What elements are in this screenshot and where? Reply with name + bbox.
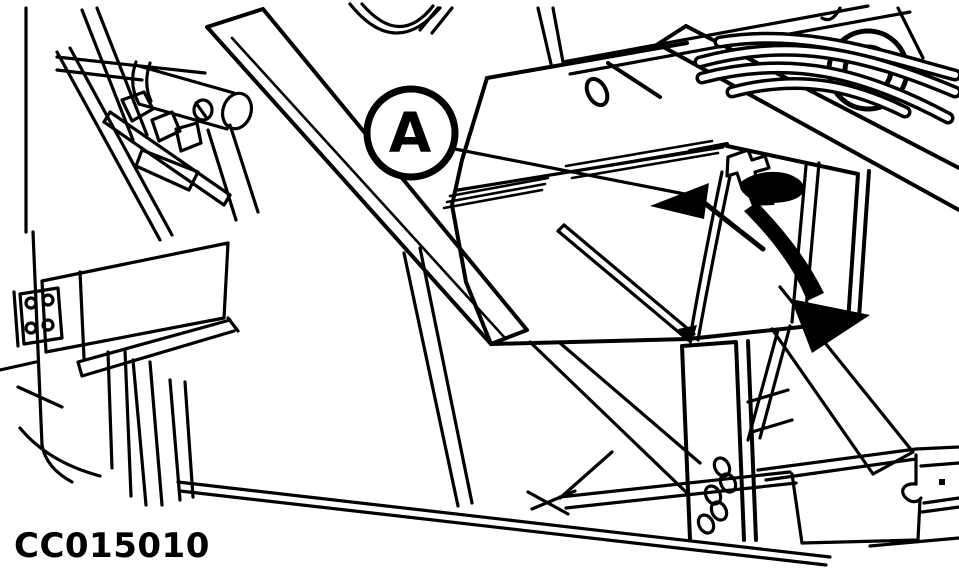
bottom-rails	[176, 470, 832, 567]
hose-bundle	[693, 31, 959, 125]
front-leg	[402, 246, 474, 508]
callout-a-label: A	[389, 101, 432, 165]
support-post	[680, 339, 758, 542]
mount-plate	[12, 286, 64, 348]
diagonal-beam	[205, 7, 529, 346]
left-braces	[55, 46, 260, 242]
left-strut	[131, 358, 195, 507]
latch	[678, 148, 821, 345]
latch-rod	[688, 161, 821, 342]
release-arrow-icon	[650, 183, 766, 252]
leader-line	[453, 147, 702, 199]
hook-notch	[901, 482, 923, 504]
post-holes	[696, 456, 738, 535]
panel	[442, 41, 871, 346]
left-frame	[0, 6, 149, 484]
right-bracket	[756, 445, 959, 548]
callout-a-circle	[363, 85, 459, 181]
panel-hole	[584, 76, 610, 108]
cable-loop	[348, 2, 842, 35]
curved-motion-arrow-icon	[744, 202, 870, 353]
left-bracket	[12, 241, 240, 498]
callout-a: A	[363, 85, 459, 181]
interior-brace	[528, 340, 702, 500]
fold-hatching	[442, 139, 720, 210]
figure-code: CC015010	[14, 526, 210, 566]
pivot-cylinder	[55, 55, 254, 131]
